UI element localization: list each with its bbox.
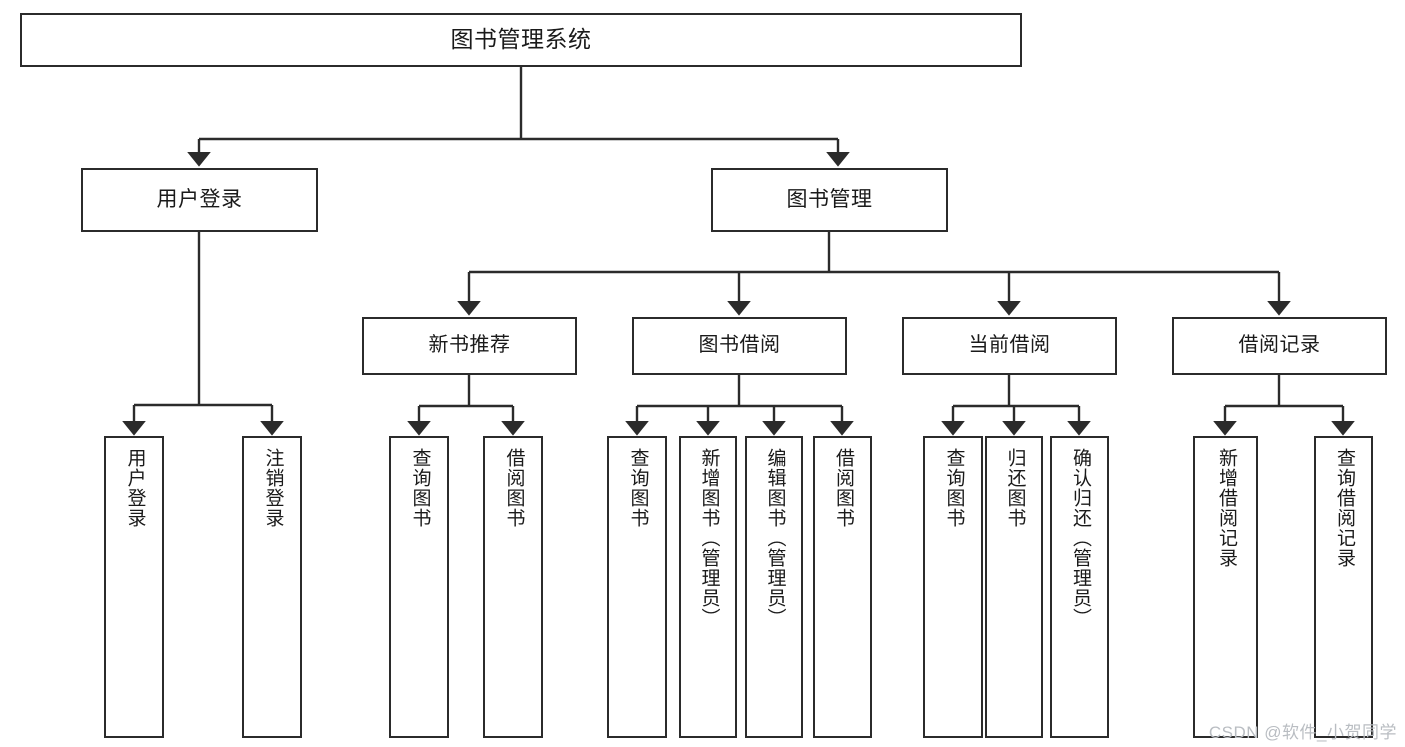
node-label: 归还图书 xyxy=(1004,448,1026,528)
node-label: 注销登录 xyxy=(262,448,284,528)
node-leaf-logout[interactable]: 注销登录 xyxy=(242,436,302,738)
node-label: 用户登录 xyxy=(124,448,146,528)
node-book-borrow[interactable]: 图书借阅 xyxy=(632,317,847,375)
node-label: 查询图书 xyxy=(627,448,649,528)
node-leaf-borrow-book-1[interactable]: 借阅图书 xyxy=(483,436,543,738)
node-label: 新书推荐 xyxy=(428,334,511,357)
node-label: 借阅记录 xyxy=(1238,334,1321,357)
node-label: 图书管理 xyxy=(786,187,873,211)
node-leaf-query-record[interactable]: 查询借阅记录 xyxy=(1314,436,1373,738)
node-label: 查询借阅记录 xyxy=(1333,448,1355,568)
watermark: CSDN @软件_小贺同学 xyxy=(1208,723,1397,742)
node-leaf-add-book[interactable]: 新增图书（管理员） xyxy=(679,436,737,738)
node-leaf-query-book-2[interactable]: 查询图书 xyxy=(607,436,667,738)
node-label: 查询图书 xyxy=(943,448,965,528)
node-label: 当前借阅 xyxy=(968,334,1051,357)
node-root[interactable]: 图书管理系统 xyxy=(20,13,1022,67)
node-new-book-recommend[interactable]: 新书推荐 xyxy=(362,317,577,375)
node-leaf-user-login[interactable]: 用户登录 xyxy=(104,436,164,738)
node-label: 借阅图书 xyxy=(503,448,525,528)
node-label: 用户登录 xyxy=(156,187,243,211)
node-label: 图书管理系统 xyxy=(450,26,592,53)
node-label: 确认归还（管理员） xyxy=(1069,448,1091,628)
node-label: 查询图书 xyxy=(409,448,431,528)
node-book-manage[interactable]: 图书管理 xyxy=(711,168,948,232)
node-label: 图书借阅 xyxy=(698,334,781,357)
node-label: 编辑图书（管理员） xyxy=(764,448,786,628)
node-user-login[interactable]: 用户登录 xyxy=(81,168,318,232)
node-leaf-query-book-1[interactable]: 查询图书 xyxy=(389,436,449,738)
node-leaf-borrow-book-2[interactable]: 借阅图书 xyxy=(813,436,872,738)
node-borrow-record[interactable]: 借阅记录 xyxy=(1172,317,1387,375)
node-label: 新增借阅记录 xyxy=(1215,448,1237,568)
node-leaf-query-book-3[interactable]: 查询图书 xyxy=(923,436,983,738)
node-leaf-confirm-return[interactable]: 确认归还（管理员） xyxy=(1050,436,1109,738)
node-label: 借阅图书 xyxy=(832,448,854,528)
node-leaf-add-record[interactable]: 新增借阅记录 xyxy=(1193,436,1258,738)
node-label: 新增图书（管理员） xyxy=(698,448,720,628)
node-leaf-return-book[interactable]: 归还图书 xyxy=(985,436,1043,738)
node-current-borrow[interactable]: 当前借阅 xyxy=(902,317,1117,375)
node-leaf-edit-book[interactable]: 编辑图书（管理员） xyxy=(745,436,803,738)
